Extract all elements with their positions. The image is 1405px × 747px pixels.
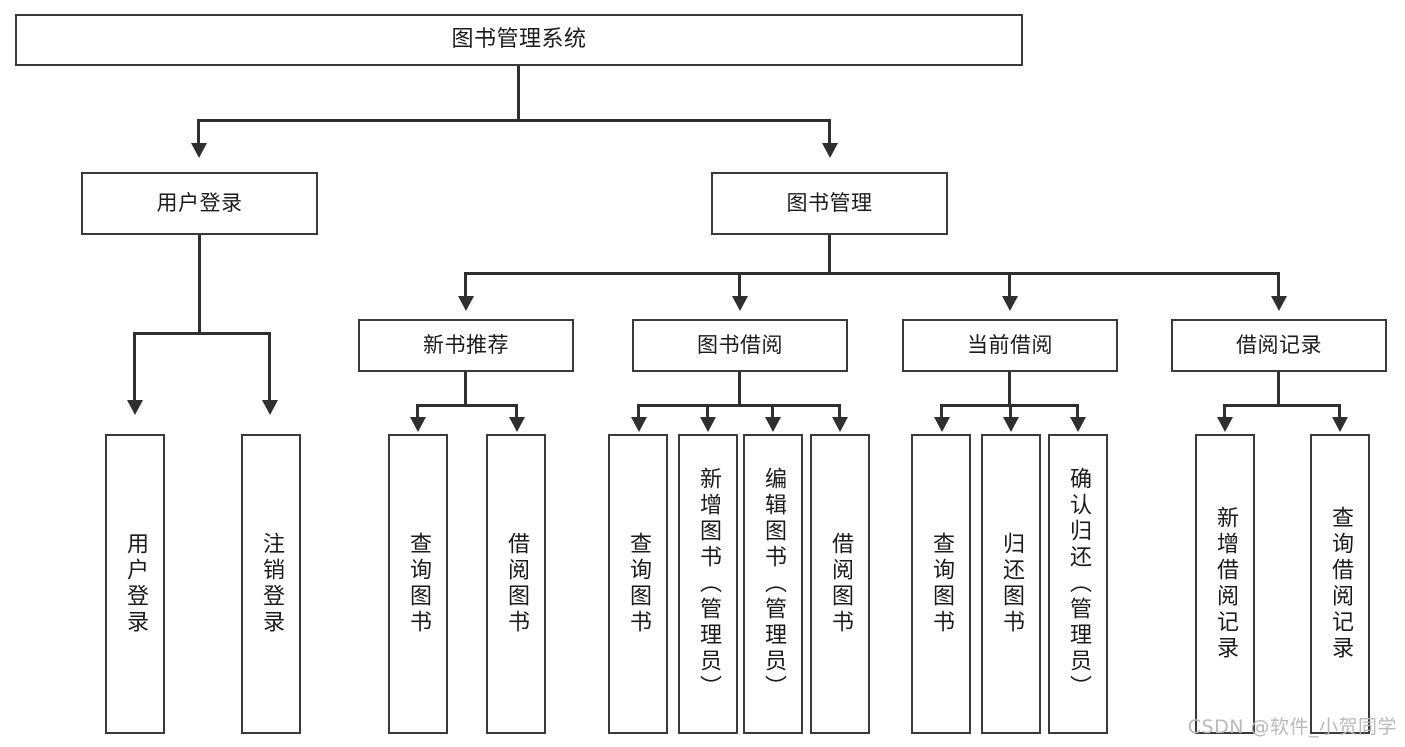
leaf-label: 新增图书（管理员）: [696, 467, 721, 701]
leaf-logout[interactable]: 注销登录: [241, 434, 301, 734]
leaf-book-borrow-query-book[interactable]: 查询图书: [608, 434, 668, 734]
node-label: 图书管理系统: [451, 27, 587, 53]
arrowhead-leaf-new-book-2: [509, 417, 525, 432]
leaf-book-borrow-edit-book-admin[interactable]: 编辑图书（管理员）: [743, 434, 803, 734]
connector-drop-leaf-new-book-2: [515, 404, 518, 420]
arrowhead-borrow-record: [1271, 296, 1287, 311]
leaf-new-book-query-book[interactable]: 查询图书: [388, 434, 448, 734]
leaf-label: 查询图书: [929, 532, 954, 636]
arrowhead-leaf-user-login-1: [127, 400, 143, 415]
leaf-label: 查询图书: [626, 532, 651, 636]
connector-drop-leaf-book-borrow-3: [771, 404, 774, 420]
arrowhead-current-borrow: [1002, 296, 1018, 311]
connector-drop-leaf-user-login-2: [268, 332, 271, 404]
leaf-current-borrow-query-book[interactable]: 查询图书: [911, 434, 971, 734]
leaf-book-borrow-add-book-admin[interactable]: 新增图书（管理员）: [678, 434, 738, 734]
leaf-current-borrow-confirm-return-admin[interactable]: 确认归还（管理员）: [1048, 434, 1108, 734]
arrowhead-leaf-user-login-2: [262, 400, 278, 415]
connector-user-login-bus: [133, 332, 270, 335]
arrowhead-leaf-book-borrow-3: [765, 417, 781, 432]
arrowhead-leaf-current-borrow-3: [1070, 417, 1086, 432]
leaf-label: 确认归还（管理员）: [1066, 467, 1091, 701]
connector-drop-leaf-book-borrow-4: [838, 404, 841, 420]
connector-level3-bus: [464, 272, 1280, 275]
arrowhead-leaf-book-borrow-2: [700, 417, 716, 432]
connector-drop-leaf-borrow-record-2: [1338, 404, 1341, 420]
connector-new-book-bus: [416, 404, 518, 407]
leaf-label: 借阅图书: [504, 532, 529, 636]
node-borrow-record[interactable]: 借阅记录: [1171, 319, 1387, 372]
connector-drop-leaf-current-borrow-1: [940, 404, 943, 420]
connector-drop-book-borrow: [738, 272, 741, 300]
arrowhead-user-login: [191, 143, 207, 158]
leaf-user-login[interactable]: 用户登录: [105, 434, 165, 734]
connector-borrow-record-stem: [1277, 372, 1280, 406]
connector-drop-book-management: [828, 119, 831, 147]
connector-root-stem: [517, 66, 520, 119]
leaf-label: 查询图书: [406, 532, 431, 636]
connector-user-login-stem: [198, 235, 201, 334]
node-label: 新书推荐: [423, 333, 509, 358]
arrowhead-leaf-book-borrow-4: [832, 417, 848, 432]
arrowhead-leaf-current-borrow-2: [1003, 417, 1019, 432]
arrowhead-book-management: [822, 143, 838, 158]
leaf-label: 查询借阅记录: [1328, 506, 1353, 662]
connector-drop-leaf-current-borrow-2: [1009, 404, 1012, 420]
arrowhead-leaf-new-book-1: [410, 417, 426, 432]
connector-book-borrow-stem: [738, 372, 741, 406]
csdn-watermark: CSDN @软件_小贺同学: [1187, 716, 1397, 738]
arrowhead-leaf-book-borrow-1: [631, 417, 647, 432]
node-label: 图书借阅: [697, 333, 783, 358]
arrowhead-new-book: [458, 296, 474, 311]
connector-drop-leaf-book-borrow-2: [706, 404, 709, 420]
node-label: 用户登录: [156, 191, 243, 216]
node-book-management[interactable]: 图书管理: [711, 172, 948, 235]
connector-drop-leaf-current-borrow-3: [1076, 404, 1079, 420]
connector-current-borrow-stem: [1008, 372, 1011, 406]
node-current-borrow[interactable]: 当前借阅: [902, 319, 1118, 372]
leaf-borrow-record-add-record[interactable]: 新增借阅记录: [1195, 434, 1255, 734]
connector-drop-leaf-user-login-1: [133, 332, 136, 404]
connector-book-management-stem: [828, 235, 831, 274]
leaf-book-borrow-borrow-book[interactable]: 借阅图书: [810, 434, 870, 734]
connector-drop-leaf-book-borrow-1: [637, 404, 640, 420]
connector-drop-leaf-new-book-1: [416, 404, 419, 420]
node-label: 当前借阅: [967, 333, 1053, 358]
connector-drop-borrow-record: [1277, 272, 1280, 300]
leaf-label: 用户登录: [123, 532, 148, 636]
connector-drop-leaf-borrow-record-1: [1223, 404, 1226, 420]
leaf-label: 编辑图书（管理员）: [761, 467, 786, 701]
leaf-new-book-borrow-book[interactable]: 借阅图书: [486, 434, 546, 734]
node-book-borrow[interactable]: 图书借阅: [632, 319, 848, 372]
connector-drop-new-book: [464, 272, 467, 300]
connector-borrow-record-bus: [1223, 404, 1341, 407]
connector-drop-current-borrow: [1008, 272, 1011, 300]
leaf-label: 新增借阅记录: [1213, 506, 1238, 662]
connector-new-book-stem: [464, 372, 467, 406]
arrowhead-leaf-borrow-record-2: [1332, 417, 1348, 432]
node-user-login[interactable]: 用户登录: [81, 172, 318, 235]
node-new-book-recommend[interactable]: 新书推荐: [358, 319, 574, 372]
node-label: 借阅记录: [1236, 333, 1322, 358]
node-root-book-management-system[interactable]: 图书管理系统: [15, 14, 1023, 66]
arrowhead-leaf-current-borrow-1: [934, 417, 950, 432]
leaf-borrow-record-query-record[interactable]: 查询借阅记录: [1310, 434, 1370, 734]
leaf-current-borrow-return-book[interactable]: 归还图书: [981, 434, 1041, 734]
connector-book-borrow-bus: [637, 404, 841, 407]
arrowhead-leaf-borrow-record-1: [1217, 417, 1233, 432]
leaf-label: 归还图书: [999, 532, 1024, 636]
connector-drop-user-login: [197, 119, 200, 147]
node-label: 图书管理: [786, 191, 873, 216]
leaf-label: 借阅图书: [828, 532, 853, 636]
connector-level2-bus: [197, 119, 831, 122]
leaf-label: 注销登录: [259, 532, 284, 636]
arrowhead-book-borrow: [732, 296, 748, 311]
